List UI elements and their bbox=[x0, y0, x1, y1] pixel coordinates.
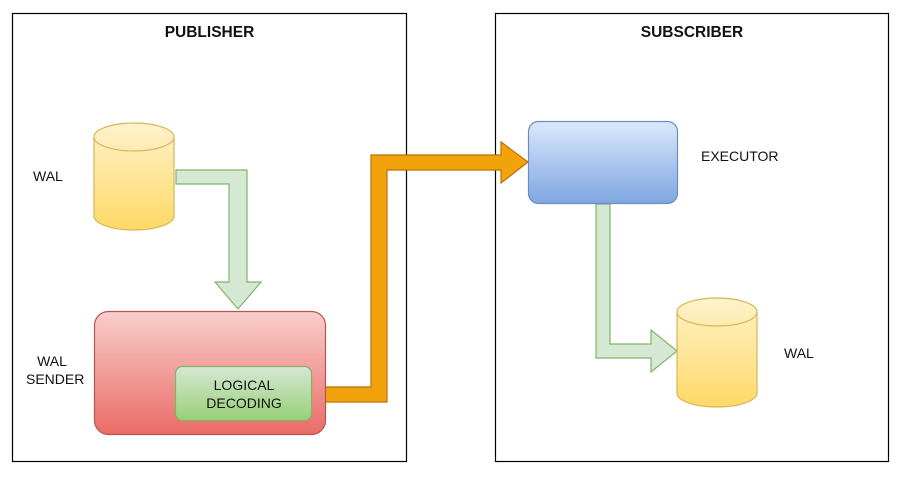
logical-decoding-box bbox=[174, 365, 313, 422]
logical-decoding-label-line2: DECODING bbox=[206, 395, 282, 411]
publisher-title: PUBLISHER bbox=[164, 24, 255, 41]
wal-to-sender-arrow bbox=[175, 169, 263, 310]
executor-to-wal-arrow bbox=[595, 203, 678, 374]
decoding-to-executor-arrow bbox=[312, 140, 529, 403]
publisher-wal-label: WAL bbox=[33, 168, 63, 184]
executor-box bbox=[527, 120, 679, 205]
subscriber-wal-cylinder bbox=[676, 297, 758, 408]
wal-sender-label-line1: WAL bbox=[37, 353, 67, 369]
logical-decoding-label: LOGICAL DECODING bbox=[176, 376, 312, 412]
wal-sender-label: WAL SENDER bbox=[26, 352, 98, 388]
publisher-wal-cylinder bbox=[93, 122, 175, 231]
subscriber-title: SUBSCRIBER bbox=[640, 24, 744, 41]
logical-decoding-label-line1: LOGICAL bbox=[213, 377, 275, 393]
subscriber-wal-label: WAL bbox=[784, 345, 814, 361]
executor-label: EXECUTOR bbox=[701, 148, 779, 164]
wal-sender-label-line2: SENDER bbox=[26, 371, 85, 387]
